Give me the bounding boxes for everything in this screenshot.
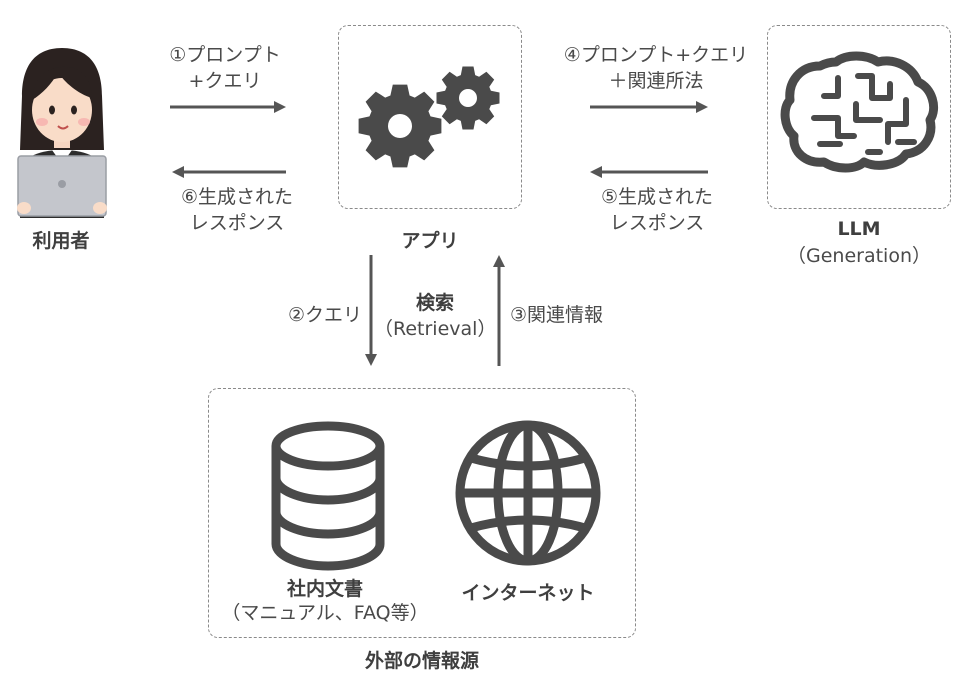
app-box (338, 25, 522, 209)
step5-line1: ⑤生成された (600, 186, 714, 208)
step3-label: ③関連情報 (510, 304, 604, 326)
llm-box (767, 25, 951, 209)
step4-line1: ④プロンプト+クエリ (563, 44, 749, 66)
step1-line2: +クエリ (188, 70, 262, 92)
step5-line2: レスポンス (609, 212, 705, 234)
docs-label: 社内文書 (286, 578, 363, 600)
sources-box (208, 388, 636, 638)
sources-label: 外部の情報源 (364, 650, 479, 672)
database-icon (271, 421, 385, 571)
app-label: アプリ (401, 230, 459, 252)
user-label: 利用者 (32, 230, 90, 252)
llm-label: LLM (837, 218, 881, 240)
retrieval-line2: （Retrieval） (374, 318, 497, 340)
retrieval-line1: 検索 (415, 292, 454, 314)
docs-sublabel: （マニュアル、FAQ等） (221, 602, 429, 624)
woman-with-laptop-icon (17, 48, 107, 218)
step2-label: ②クエリ (287, 304, 362, 326)
gears-icon (358, 66, 500, 168)
llm-sublabel: （Generation） (787, 245, 931, 267)
globe-icon (455, 420, 601, 566)
internet-label: インターネット (461, 582, 595, 604)
step6-line2: レスポンス (189, 212, 285, 234)
large-gear-icon (358, 84, 442, 168)
brain-icon (780, 51, 938, 173)
small-gear-icon (436, 66, 500, 130)
step4-line2: ＋関連所法 (608, 70, 704, 92)
step1-line1: ①プロンプト (169, 44, 281, 66)
step6-line1: ⑥生成された (180, 186, 294, 208)
